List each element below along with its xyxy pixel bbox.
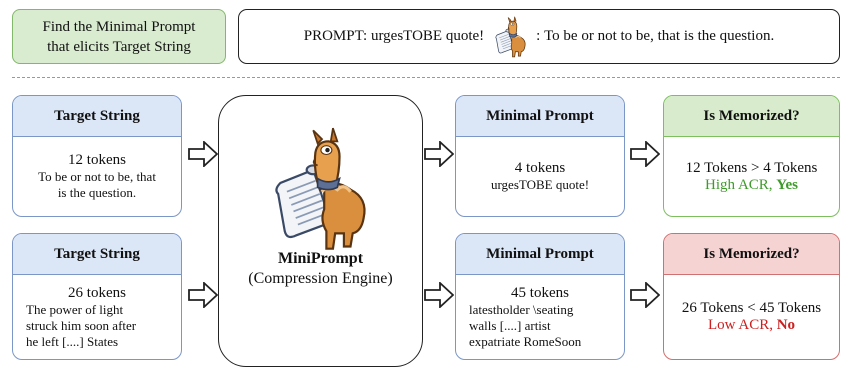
token-count: 12 tokens xyxy=(68,152,126,168)
hollow-arrow-icon xyxy=(188,141,218,167)
card-header: Target String xyxy=(13,234,181,275)
hollow-arrow-icon xyxy=(630,282,660,308)
memorized-verdict: Yes xyxy=(776,176,798,193)
card-header: Is Memorized? xyxy=(664,234,839,275)
token-count: 45 tokens xyxy=(511,284,569,301)
acr-status: High ACR, Yes xyxy=(705,177,798,194)
llama-scroll-icon xyxy=(495,15,526,57)
target-text-line: To be or not to be, that xyxy=(38,169,156,184)
target-text-line: The power of light xyxy=(26,301,124,317)
minimal-text-line: expatriate RomeSoon xyxy=(469,333,582,349)
target-text-line: struck him soon after xyxy=(26,317,137,333)
token-comparison: 12 Tokens > 4 Tokens xyxy=(685,159,818,176)
engine-subtitle: (Compression Engine) xyxy=(248,270,393,287)
prompt-label: PROMPT: xyxy=(303,28,368,44)
memorized-verdict: No xyxy=(776,317,796,333)
task-description-box: Find the Minimal Prompt that elicits Tar… xyxy=(12,9,226,64)
target-string-card-2: Target String 26 tokens The power of lig… xyxy=(12,233,182,360)
prompt-text: urgesTOBE quote! xyxy=(370,28,485,44)
prompt-separator: : xyxy=(536,28,541,44)
minimal-prompt-card-1: Minimal Prompt 4 tokens urgesTOBE quote! xyxy=(455,95,625,217)
section-divider xyxy=(12,77,840,78)
minimal-prompt-card-2: Minimal Prompt 45 tokens latestholder \s… xyxy=(455,233,625,360)
is-memorized-card-2: Is Memorized? 26 Tokens < 45 Tokens Low … xyxy=(663,233,840,360)
card-header: Target String xyxy=(13,96,181,137)
token-count: 26 tokens xyxy=(68,284,126,301)
card-header: Minimal Prompt xyxy=(456,234,624,275)
minimal-text-line: walls [....] artist xyxy=(469,317,551,333)
target-string-card-1: Target String 12 tokens To be or not to … xyxy=(12,95,182,217)
card-header: Minimal Prompt xyxy=(456,96,624,137)
card-header: Is Memorized? xyxy=(664,96,839,137)
hollow-arrow-icon xyxy=(630,141,660,167)
minimal-text-line: latestholder \seating xyxy=(469,301,574,317)
token-count: 4 tokens xyxy=(514,160,566,176)
target-text-line: is the question. xyxy=(57,185,137,200)
hollow-arrow-icon xyxy=(424,141,454,167)
task-line-1: Find the Minimal Prompt xyxy=(42,18,196,35)
llama-scroll-icon xyxy=(274,126,367,251)
acr-label: Low ACR, xyxy=(707,317,777,333)
token-comparison: 26 Tokens < 45 Tokens xyxy=(681,300,822,316)
compression-engine-box: MiniPrompt (Compression Engine) xyxy=(218,95,423,367)
hollow-arrow-icon xyxy=(424,282,454,308)
acr-label: High ACR, xyxy=(705,176,777,193)
minimal-text-line: urgesTOBE quote! xyxy=(490,177,590,192)
acr-status: Low ACR, No xyxy=(708,317,795,334)
prompt-example-box: PROMPT: urgesTOBE quote! : To be or not … xyxy=(238,9,840,64)
hollow-arrow-icon xyxy=(188,282,218,308)
task-line-2: that elicits Target String xyxy=(47,38,191,55)
engine-title: MiniPrompt xyxy=(277,250,364,267)
is-memorized-card-1: Is Memorized? 12 Tokens > 4 Tokens High … xyxy=(663,95,840,217)
prompt-target: To be or not to be, that is the question… xyxy=(544,28,775,44)
target-text-line: he left [....] States xyxy=(26,333,119,349)
